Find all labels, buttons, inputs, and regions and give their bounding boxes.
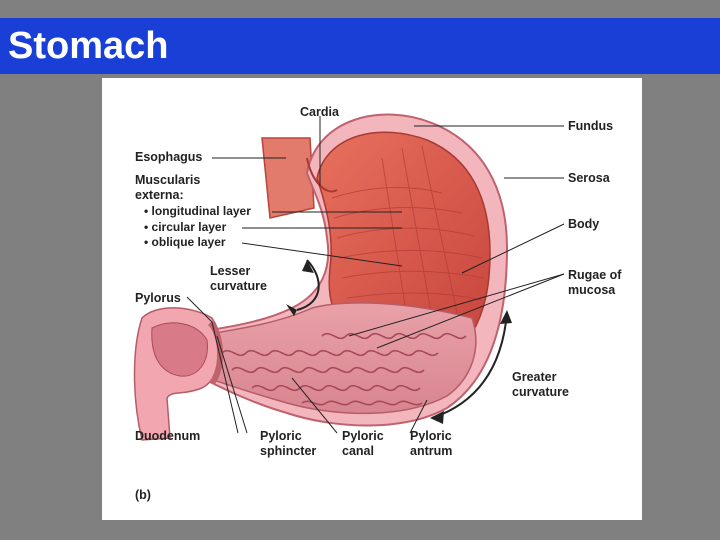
label-lesser-curvature-2: curvature: [210, 279, 267, 293]
label-cardia: Cardia: [300, 105, 339, 119]
label-esophagus: Esophagus: [135, 150, 203, 164]
label-pyloric-canal-1: Pyloric: [342, 429, 384, 443]
label-rugae-2: mucosa: [568, 283, 616, 297]
label-pyloric-antrum-1: Pyloric: [410, 429, 452, 443]
label-muscularis-1: Muscularis: [135, 173, 201, 187]
label-duodenum: Duodenum: [135, 429, 201, 443]
label-greater-curvature-1: Greater: [512, 370, 557, 384]
duodenum-lumen: [151, 322, 208, 377]
stomach-figure: Cardia Fundus Esophagus Serosa Musculari…: [102, 78, 642, 520]
figure-panel-label: (b): [135, 488, 151, 502]
esophagus-shape: [261, 137, 315, 219]
label-body: Body: [568, 217, 600, 231]
label-pyloric-antrum-2: antrum: [410, 444, 453, 458]
label-muscularis-2: externa:: [135, 188, 184, 202]
leader-lines: [186, 116, 565, 434]
label-pyloric-sphincter-2: sphincter: [260, 444, 317, 458]
stomach-illustration: [133, 113, 565, 441]
lesser-curvature-arrow: [296, 259, 320, 311]
label-greater-curvature-2: curvature: [512, 385, 569, 399]
label-longitudinal-layer: • longitudinal layer: [144, 204, 251, 218]
label-pylorus: Pylorus: [135, 291, 181, 305]
label-rugae-1: Rugae of: [568, 268, 622, 282]
title-bar: Stomach: [0, 18, 720, 74]
stomach-muscle-layer: [316, 131, 491, 334]
label-fundus: Fundus: [568, 119, 614, 133]
label-circular-layer: • circular layer: [144, 220, 227, 234]
label-pyloric-sphincter-1: Pyloric: [260, 429, 302, 443]
greater-curvature-arrow: [431, 312, 508, 419]
label-lesser-curvature-1: Lesser: [210, 264, 251, 278]
label-oblique-layer: • oblique layer: [144, 235, 226, 249]
label-pyloric-canal-2: canal: [342, 444, 374, 458]
slide-title: Stomach: [8, 25, 169, 67]
label-serosa: Serosa: [568, 171, 610, 185]
rugae-folds: [221, 332, 467, 406]
mucosa-region: [196, 302, 477, 415]
